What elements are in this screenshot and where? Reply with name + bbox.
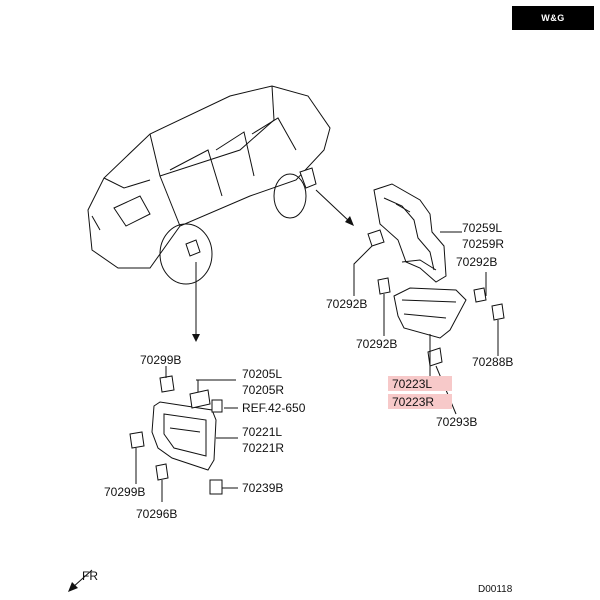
fasteners-left xyxy=(129,375,223,495)
highlight-70223L xyxy=(388,376,452,391)
part-label-70223R: 70223R xyxy=(392,395,434,409)
brand-logo: W&G xyxy=(512,6,594,30)
leader-lines-left xyxy=(135,366,238,502)
fasteners-right xyxy=(367,229,505,367)
part-label-70259L: 70259L xyxy=(462,221,502,235)
part-label-70292B-lower: 70292B xyxy=(356,337,397,351)
part-label-70205R: 70205R xyxy=(242,383,284,397)
part-label-70296B: 70296B xyxy=(136,507,177,521)
vehicle-illustration xyxy=(87,85,331,285)
part-label-70292B-upper: 70292B xyxy=(456,255,497,269)
pointer-arrows xyxy=(185,167,354,342)
mud-guard-70221 xyxy=(151,389,223,471)
part-label-70221R: 70221R xyxy=(242,441,284,455)
front-label: FR xyxy=(82,569,98,583)
part-label-70205L: 70205L xyxy=(242,367,282,381)
logo-text: W&G xyxy=(541,13,565,23)
part-label-70292B-left: 70292B xyxy=(326,297,367,311)
part-label-70299B-upper: 70299B xyxy=(140,353,181,367)
part-label-70299B-lower: 70299B xyxy=(104,485,145,499)
mud-flap-70223 xyxy=(393,287,467,339)
part-label-70288B: 70288B xyxy=(472,355,513,369)
part-label-70293B: 70293B xyxy=(436,415,477,429)
front-direction-arrow xyxy=(68,569,93,592)
diagram-code: D00118 xyxy=(478,584,513,595)
splash-shield-70259 xyxy=(373,183,447,283)
part-label-70223L: 70223L xyxy=(392,377,432,391)
part-label-ref: REF.42-650 xyxy=(242,401,306,415)
highlight-70223R xyxy=(388,394,452,409)
part-label-70259R: 70259R xyxy=(462,237,504,251)
part-label-70221L: 70221L xyxy=(242,425,282,439)
part-label-70239B: 70239B xyxy=(242,481,283,495)
